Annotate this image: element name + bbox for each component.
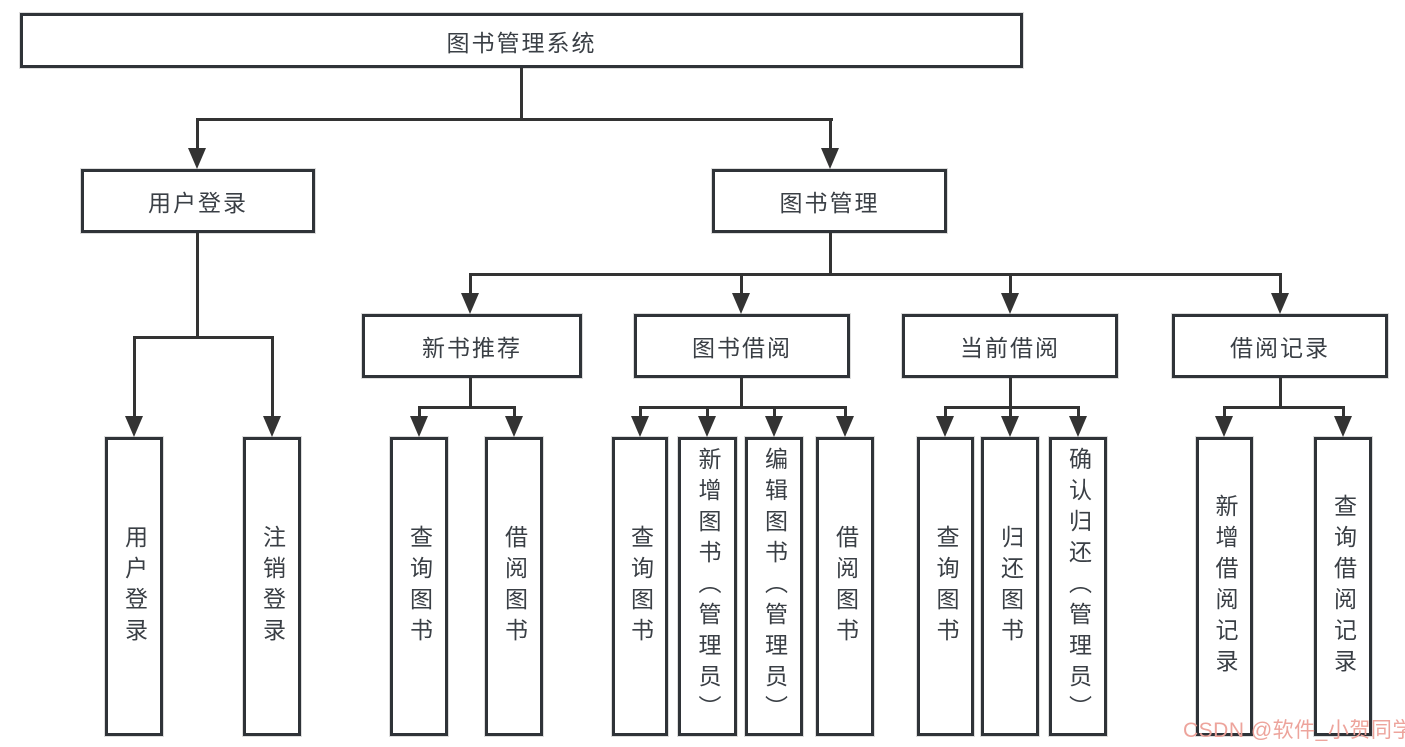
connector-line bbox=[773, 406, 776, 419]
leaf-label: 归还图书 bbox=[997, 524, 1024, 649]
leaf-label: 查询图书 bbox=[627, 524, 654, 649]
connector-line bbox=[740, 273, 743, 296]
arrow-down-icon bbox=[505, 416, 523, 437]
leaf-borrow-books-recommend: 借阅图书 bbox=[485, 437, 543, 736]
leaf-label: 借阅图书 bbox=[832, 524, 859, 649]
connector-line bbox=[271, 336, 274, 418]
connector-line bbox=[520, 68, 523, 121]
arrow-down-icon bbox=[765, 416, 783, 437]
node-library-management-system: 图书管理系统 bbox=[20, 13, 1023, 68]
connector-line bbox=[196, 118, 833, 121]
leaf-label: 用户登录 bbox=[121, 524, 148, 649]
arrow-down-icon bbox=[410, 416, 428, 437]
connector-line bbox=[513, 406, 516, 419]
node-book-management: 图书管理 bbox=[712, 169, 947, 233]
connector-line bbox=[1009, 378, 1012, 409]
arrow-down-icon bbox=[631, 416, 649, 437]
leaf-label: 确认归还（管理员） bbox=[1065, 447, 1092, 726]
connector-line bbox=[706, 406, 709, 419]
connector-line bbox=[740, 378, 743, 409]
connector-line bbox=[1279, 273, 1282, 296]
connector-line bbox=[639, 406, 847, 409]
arrow-down-icon bbox=[263, 416, 281, 437]
arrow-down-icon bbox=[1215, 416, 1233, 437]
connector-line bbox=[944, 406, 1080, 409]
arrow-down-icon bbox=[1001, 293, 1019, 314]
leaf-edit-books-admin: 编辑图书（管理员） bbox=[745, 437, 803, 736]
arrow-down-icon bbox=[461, 293, 479, 314]
connector-line bbox=[844, 406, 847, 419]
arrow-down-icon bbox=[188, 148, 206, 169]
connector-line bbox=[1223, 406, 1226, 419]
connector-line bbox=[133, 336, 136, 418]
connector-line bbox=[469, 378, 472, 409]
leaf-add-borrow-record: 新增借阅记录 bbox=[1196, 437, 1253, 736]
leaf-query-books-recommend: 查询图书 bbox=[390, 437, 448, 736]
connector-line bbox=[418, 406, 421, 419]
connector-line bbox=[639, 406, 642, 419]
leaf-borrow-books: 借阅图书 bbox=[816, 437, 874, 736]
connector-line bbox=[133, 336, 274, 339]
arrow-down-icon bbox=[1069, 416, 1087, 437]
leaf-label: 新增图书（管理员） bbox=[695, 447, 721, 726]
leaf-label: 编辑图书（管理员） bbox=[761, 447, 788, 726]
leaf-label: 注销登录 bbox=[259, 524, 286, 649]
connector-line bbox=[829, 118, 832, 151]
arrow-down-icon bbox=[732, 293, 750, 314]
node-book-borrowing: 图书借阅 bbox=[634, 314, 850, 378]
connector-line bbox=[469, 273, 1282, 276]
connector-line bbox=[1342, 406, 1345, 419]
arrow-down-icon bbox=[1334, 416, 1352, 437]
leaf-label: 新增借阅记录 bbox=[1212, 493, 1238, 680]
leaf-query-borrow-record: 查询借阅记录 bbox=[1314, 437, 1372, 736]
arrow-down-icon bbox=[125, 416, 143, 437]
node-new-book-recommendation: 新书推荐 bbox=[362, 314, 582, 378]
arrow-down-icon bbox=[1001, 416, 1019, 437]
connector-line bbox=[1077, 406, 1080, 419]
leaf-logout: 注销登录 bbox=[243, 437, 301, 736]
csdn-watermark: CSDN @软件_小贺同学 bbox=[1183, 719, 1405, 742]
leaf-label: 查询图书 bbox=[406, 524, 433, 649]
connector-line bbox=[944, 406, 947, 419]
node-user-login: 用户登录 bbox=[81, 169, 315, 233]
connector-line bbox=[829, 233, 832, 276]
node-borrowing-records: 借阅记录 bbox=[1172, 314, 1388, 378]
connector-line bbox=[1279, 378, 1282, 409]
connector-line bbox=[196, 233, 199, 339]
leaf-user-login: 用户登录 bbox=[105, 437, 163, 736]
leaf-label: 借阅图书 bbox=[501, 524, 528, 649]
arrow-down-icon bbox=[1271, 293, 1289, 314]
leaf-query-books-borrow: 查询图书 bbox=[612, 437, 668, 736]
arrow-down-icon bbox=[836, 416, 854, 437]
node-current-borrowing: 当前借阅 bbox=[902, 314, 1118, 378]
connector-line bbox=[418, 406, 516, 409]
arrow-down-icon bbox=[698, 416, 716, 437]
connector-line bbox=[469, 273, 472, 296]
leaf-query-books-current: 查询图书 bbox=[917, 437, 974, 736]
connector-line bbox=[196, 118, 199, 151]
leaf-confirm-return-admin: 确认归还（管理员） bbox=[1049, 437, 1107, 736]
connector-line bbox=[1223, 406, 1345, 409]
arrow-down-icon bbox=[821, 148, 839, 169]
leaf-label: 查询图书 bbox=[933, 524, 959, 649]
connector-line bbox=[1009, 273, 1012, 296]
arrow-down-icon bbox=[936, 416, 954, 437]
leaf-add-books-admin: 新增图书（管理员） bbox=[678, 437, 737, 736]
leaf-return-books: 归还图书 bbox=[981, 437, 1039, 736]
leaf-label: 查询借阅记录 bbox=[1330, 493, 1357, 680]
connector-line bbox=[1009, 406, 1012, 419]
